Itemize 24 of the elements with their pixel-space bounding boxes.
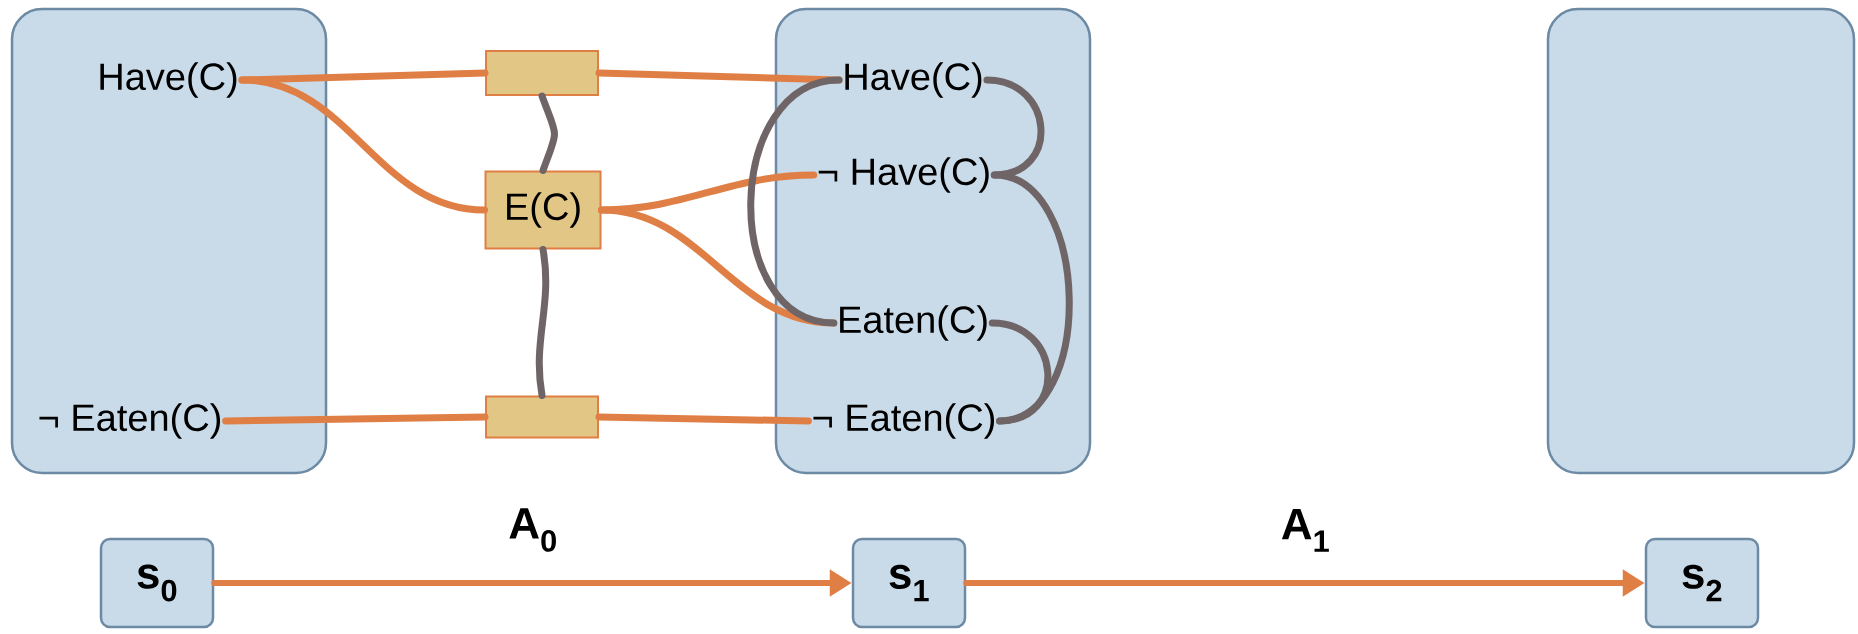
- state-box: [1546, 7, 1856, 475]
- state-box: [10, 7, 328, 475]
- literal-label: ¬ Have(C): [818, 157, 989, 193]
- literal-label: Have(C): [100, 62, 237, 98]
- literal-label: ¬ Eaten(C): [39, 403, 220, 439]
- mutex-arc: [988, 319, 1052, 425]
- edge-label: A$_{0}$: [509, 508, 556, 552]
- link-line: [238, 76, 488, 214]
- state-node: s$_{2}$: [1644, 537, 1760, 629]
- mutex-arc: [538, 92, 558, 174]
- literal-label: ¬ Eaten(C): [813, 403, 994, 439]
- mutex-arc: [747, 76, 843, 327]
- link-line: [222, 413, 489, 425]
- action-box: [485, 395, 599, 439]
- literal-label: Eaten(C): [840, 305, 987, 341]
- edge-label: A$_{1}$: [1281, 508, 1329, 552]
- action-box: E(C): [484, 170, 602, 250]
- literal-label: Have(C): [845, 62, 982, 98]
- mutex-arc: [535, 246, 550, 399]
- state-box: [774, 7, 1092, 475]
- state-node: s$_{0}$: [99, 537, 215, 629]
- state-node: s$_{1}$: [851, 537, 967, 629]
- action-box: [485, 50, 599, 96]
- link-line: [595, 413, 812, 425]
